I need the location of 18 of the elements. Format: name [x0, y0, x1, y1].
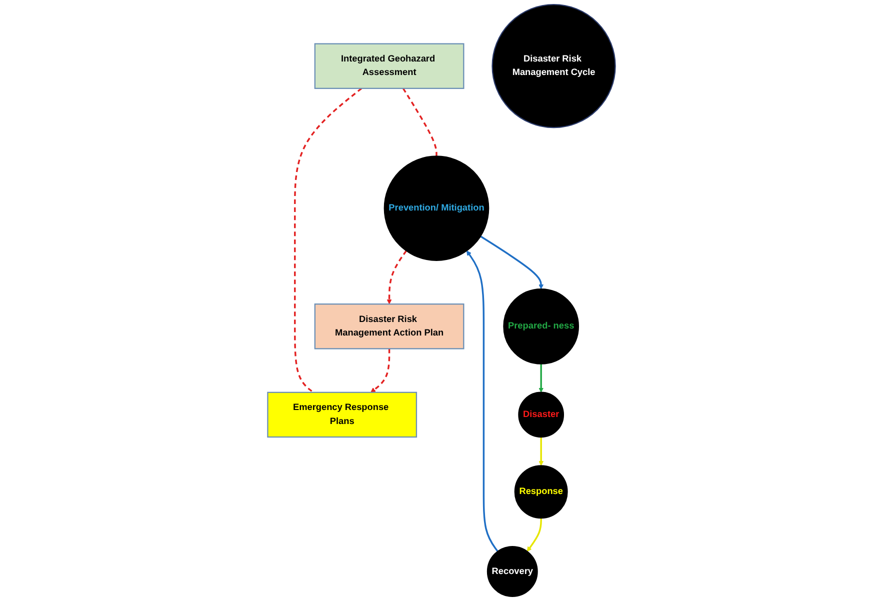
node-circle: Prevention/ Mitigation [384, 156, 490, 261]
connector [402, 88, 438, 156]
node-circle: Disaster Risk Management Cycle [492, 4, 616, 128]
arrow [370, 348, 390, 393]
arrow [386, 250, 407, 304]
node-circle: Response [514, 465, 568, 519]
arrow [538, 437, 544, 466]
arrow [480, 236, 544, 290]
node-circle: Disaster [518, 392, 564, 438]
node-box: Integrated Geohazard Assessment [314, 43, 464, 89]
arrow [526, 518, 542, 552]
node-circle: Recovery [486, 546, 538, 597]
node-circle: Prepared- ness [503, 288, 580, 364]
connector [294, 88, 362, 394]
node-box: Emergency Response Plans [267, 392, 418, 438]
arrow [538, 364, 544, 393]
arrow [466, 250, 498, 552]
node-box: Disaster Risk Management Action Plan [314, 304, 464, 350]
